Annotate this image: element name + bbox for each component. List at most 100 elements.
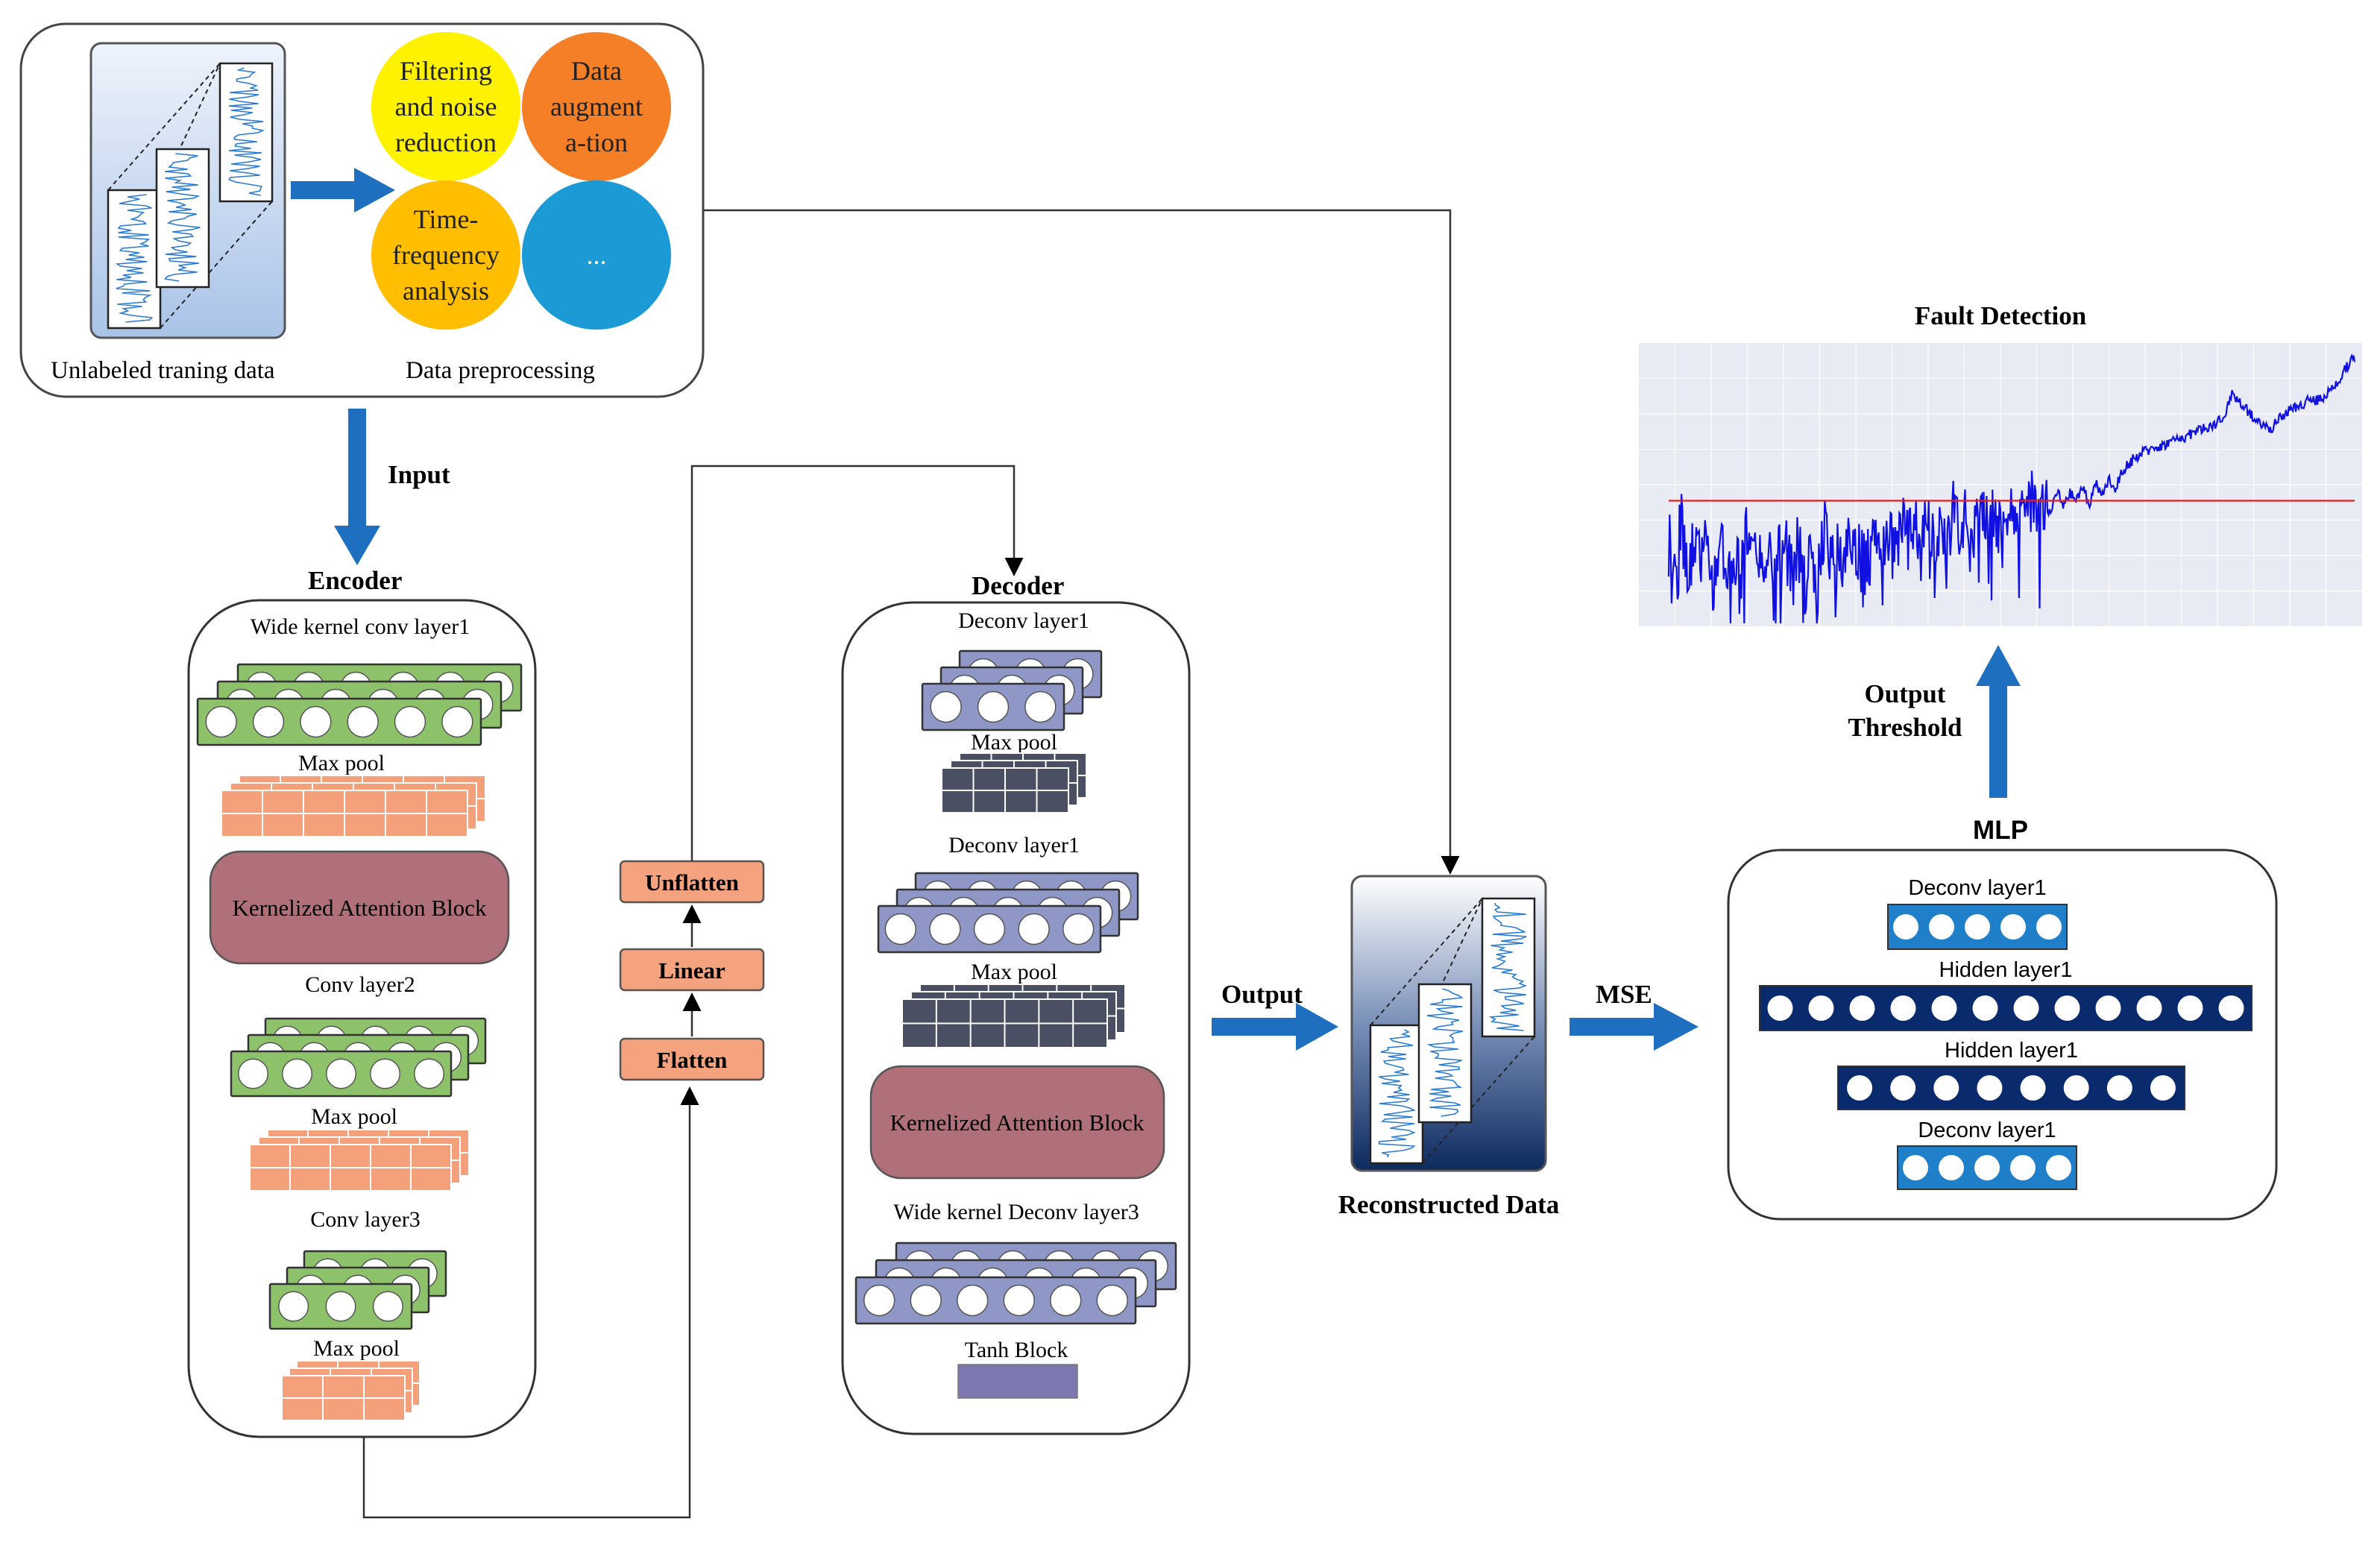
mlp-neuron bbox=[2054, 995, 2080, 1021]
decoder-layer-label: Deconv layer1 bbox=[948, 833, 1080, 857]
neuron bbox=[205, 705, 237, 738]
neuron bbox=[441, 705, 473, 738]
preprocess-method-text: Data bbox=[571, 56, 622, 86]
mlp-neuron bbox=[1965, 914, 1990, 940]
mlp-neuron bbox=[1903, 1155, 1928, 1180]
encoder-layer-label: Conv layer2 bbox=[305, 972, 415, 997]
mlp-title: MLP bbox=[1973, 816, 2028, 845]
mlp-neuron bbox=[2095, 995, 2121, 1021]
encoder-layer-label: Conv layer3 bbox=[310, 1207, 420, 1232]
reconstructed-waveform-cube bbox=[1369, 897, 1536, 1165]
preprocess-method-text: ... bbox=[587, 240, 607, 270]
preprocess-method-text: Filtering bbox=[400, 56, 492, 86]
encoder-to-flatten-line bbox=[362, 1086, 699, 1519]
neuron bbox=[325, 1291, 356, 1322]
encoder-title: Encoder bbox=[308, 566, 402, 595]
mlp-layer bbox=[1759, 985, 2252, 1031]
fault-detection-title: Fault Detection bbox=[1915, 301, 2086, 330]
linear-button[interactable] bbox=[619, 948, 765, 992]
neuron bbox=[325, 1058, 357, 1089]
waveform-signal bbox=[115, 194, 154, 323]
neuron bbox=[930, 690, 962, 723]
mlp-layer-label: Deconv layer1 bbox=[1908, 876, 2046, 900]
cube-edge bbox=[160, 201, 273, 329]
mlp-neuron bbox=[2063, 1075, 2089, 1101]
decoder-layer-label: Max pool bbox=[971, 730, 1057, 755]
neuron bbox=[369, 1058, 401, 1089]
preprocess-circle bbox=[522, 32, 671, 181]
flatten-label: Flatten bbox=[657, 1047, 728, 1073]
preprocess-method-text: reduction bbox=[395, 128, 497, 157]
cube-edge bbox=[1422, 898, 1483, 1026]
neuron bbox=[910, 1284, 942, 1317]
mlp-neuron bbox=[2010, 1155, 2036, 1180]
mlp-neuron bbox=[2177, 995, 2203, 1021]
mse-arrow bbox=[1570, 1003, 1699, 1051]
reconstructed-label: Reconstructed Data bbox=[1338, 1190, 1559, 1219]
flatten-button[interactable] bbox=[619, 1037, 765, 1081]
neuron bbox=[1096, 1284, 1128, 1317]
waveform-signal bbox=[1488, 902, 1527, 1031]
mlp-neuron bbox=[2020, 1075, 2046, 1101]
mlp-layer-label: Hidden layer1 bbox=[1945, 1039, 2078, 1063]
encoder-attention-label: Kernelized Attention Block bbox=[233, 895, 487, 921]
neuron bbox=[347, 705, 379, 738]
waveform-panel bbox=[1417, 983, 1473, 1124]
preprocessing-methods: Filtering and noise reduction Data augment a-… bbox=[371, 32, 671, 330]
mlp-panel bbox=[1727, 849, 2278, 1221]
neuron bbox=[237, 1058, 269, 1089]
preprocess-method-text: and noise bbox=[395, 92, 497, 122]
mlp-neuron bbox=[1890, 1075, 1916, 1101]
neuron bbox=[1024, 690, 1057, 723]
mlp-neuron bbox=[1890, 995, 1916, 1021]
mlp-neuron bbox=[1972, 995, 1998, 1021]
neuron bbox=[252, 705, 285, 738]
mlp-neuron bbox=[2036, 914, 2062, 940]
unlabeled-data-label: Unlabeled traning data bbox=[51, 357, 275, 384]
mlp-neuron bbox=[2218, 995, 2244, 1021]
decoder-attention-block bbox=[869, 1065, 1165, 1180]
neuron bbox=[973, 913, 1006, 945]
preprocess-circle bbox=[522, 180, 671, 330]
mlp-neuron bbox=[1847, 1075, 1873, 1101]
mlp-neuron bbox=[1767, 995, 1793, 1021]
neuron bbox=[1018, 913, 1050, 945]
threshold-arrow bbox=[1976, 645, 2021, 798]
cube-edge bbox=[107, 63, 221, 191]
unflatten-to-decoder-line bbox=[690, 465, 1024, 861]
neuron bbox=[300, 705, 332, 738]
mlp-neuron bbox=[1849, 995, 1875, 1021]
layer-plate bbox=[854, 1276, 1137, 1325]
waveform-signal bbox=[1378, 1029, 1417, 1158]
mlp-neuron bbox=[2150, 1075, 2176, 1101]
neuron bbox=[929, 913, 961, 945]
output-arrow bbox=[1212, 1003, 1338, 1051]
mlp-neuron bbox=[2000, 914, 2026, 940]
waveform-panel bbox=[218, 62, 274, 203]
neuron bbox=[278, 1291, 309, 1322]
neuron bbox=[863, 1284, 895, 1317]
preprocess-circle bbox=[371, 32, 520, 181]
waveform-signal bbox=[164, 153, 201, 282]
decoder-attention-label: Kernelized Attention Block bbox=[890, 1110, 1145, 1136]
preprocess-method-text: Time- bbox=[414, 204, 479, 234]
decoder-layer-label: Tanh Block bbox=[965, 1338, 1068, 1362]
mlp-neuron bbox=[2106, 1075, 2132, 1101]
mlp-neuron bbox=[1893, 914, 1918, 940]
preprocessing-panel: Filtering and noise reduction Data augment a-… bbox=[19, 22, 705, 398]
neuron bbox=[281, 1058, 313, 1089]
neuron bbox=[1050, 1284, 1082, 1317]
preprocess-circle bbox=[371, 180, 520, 330]
mlp-neuron bbox=[1977, 1075, 2003, 1101]
waveform-panel bbox=[1369, 1024, 1424, 1165]
preprocess-method-text: a-tion bbox=[565, 128, 628, 157]
preprocess-method-text: analysis bbox=[403, 276, 489, 306]
input-arrow bbox=[334, 409, 380, 565]
preprocess-method-text: augment bbox=[550, 92, 643, 122]
mlp-neuron bbox=[2013, 995, 2039, 1021]
output-threshold-line: Threshold bbox=[1848, 713, 1962, 742]
mse-label: MSE bbox=[1596, 980, 1652, 1009]
mlp-layer-label: Hidden layer1 bbox=[1939, 958, 2073, 982]
